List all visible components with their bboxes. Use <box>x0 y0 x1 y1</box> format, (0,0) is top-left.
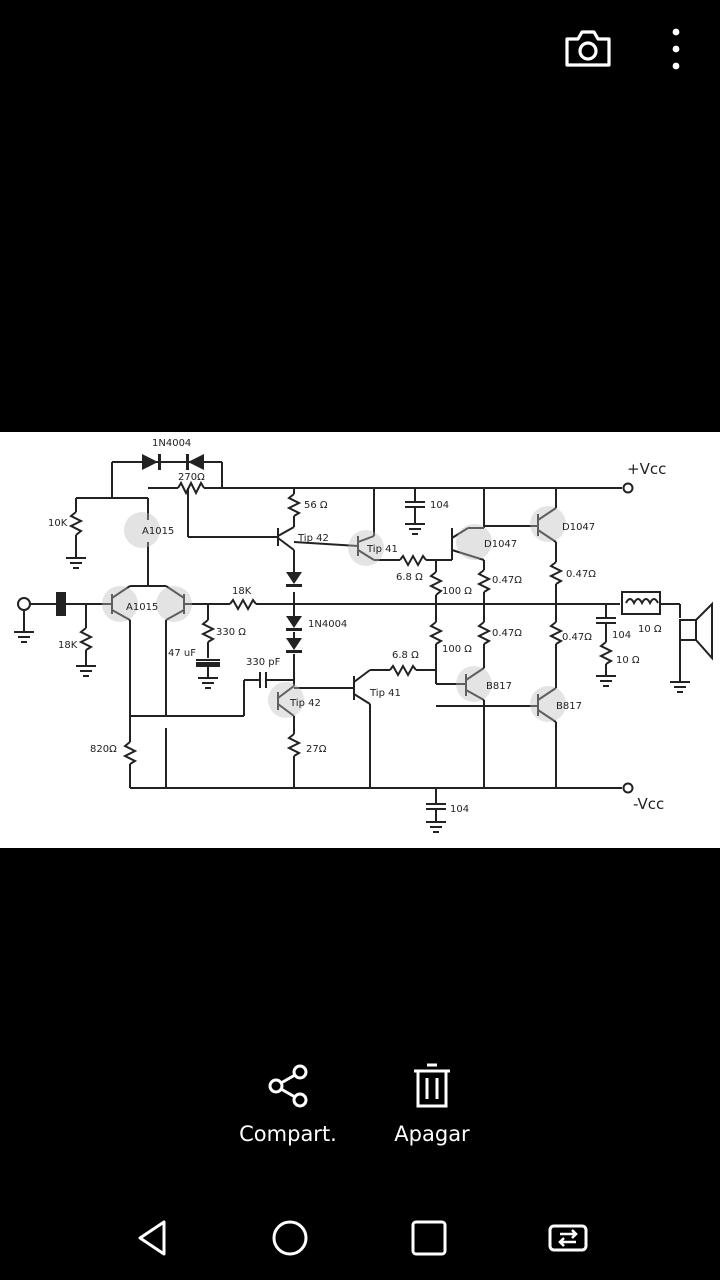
trash-icon <box>414 1063 450 1108</box>
share-button[interactable]: Compart. <box>228 1062 348 1146</box>
nav-home-button[interactable] <box>262 1210 318 1266</box>
label-a1015-top: A1015 <box>142 526 174 537</box>
label-r820: 820Ω <box>90 744 117 755</box>
delete-button[interactable]: Apagar <box>380 1062 484 1146</box>
label-r68-bot: 6.8 Ω <box>392 650 419 661</box>
recents-icon <box>411 1220 447 1256</box>
label-r10k: 10K <box>48 518 68 529</box>
switch-apps-icon <box>548 1224 588 1252</box>
label-d1047-left: D1047 <box>484 539 517 550</box>
label-r047-a: 0.47Ω <box>492 575 522 586</box>
label-b817-right: B817 <box>556 701 582 712</box>
more-vertical-icon <box>672 28 680 70</box>
label-c104-right: 104 <box>612 630 631 641</box>
label-a1015-mid: A1015 <box>126 602 158 613</box>
label-r56: 56 Ω <box>304 500 328 511</box>
label-r18k-left: 18K <box>58 640 78 651</box>
label-vcc-neg: -Vcc <box>633 795 664 813</box>
delete-label: Apagar <box>394 1122 470 1146</box>
share-icon <box>268 1064 308 1108</box>
home-icon <box>272 1220 308 1256</box>
label-c330pf: 330 pF <box>246 657 281 668</box>
label-r18k-mid: 18K <box>232 586 252 597</box>
label-r27: 27Ω <box>306 744 327 755</box>
nav-recents-button[interactable] <box>401 1210 457 1266</box>
label-r047-b: 0.47Ω <box>566 569 596 580</box>
label-r68-top: 6.8 Ω <box>396 572 423 583</box>
label-r047-c: 0.47Ω <box>492 628 522 639</box>
label-r10-a: 10 Ω <box>638 624 662 635</box>
label-r10-b: 10 Ω <box>616 655 640 666</box>
label-r100-bot: 100 Ω <box>442 644 472 655</box>
nav-switch-button[interactable] <box>540 1210 596 1266</box>
label-tip41-top: Tip 41 <box>366 544 398 555</box>
label-c104-bot: 104 <box>450 804 469 815</box>
amplifier-schematic: 1N4004 270Ω 56 Ω 104 +Vcc 10K A1015 Tip … <box>14 438 713 833</box>
label-tip42-top: Tip 42 <box>297 533 329 544</box>
label-c104-top: 104 <box>430 500 449 511</box>
label-d1047-right: D1047 <box>562 522 595 533</box>
label-tip41-bot: Tip 41 <box>369 688 401 699</box>
share-label: Compart. <box>239 1122 337 1146</box>
label-diode-top: 1N4004 <box>152 438 191 449</box>
schematic-image[interactable]: 1N4004 270Ω 56 Ω 104 +Vcc 10K A1015 Tip … <box>0 432 720 848</box>
label-b817-left: B817 <box>486 681 512 692</box>
label-r047-d: 0.47Ω <box>562 632 592 643</box>
camera-icon <box>565 30 611 67</box>
label-c47uf: 47 uF <box>168 648 196 659</box>
label-tip42-bot: Tip 42 <box>289 698 321 709</box>
label-r330: 330 Ω <box>216 627 246 638</box>
label-vcc-pos: +Vcc <box>627 460 666 478</box>
more-options-button[interactable] <box>656 24 696 72</box>
camera-button[interactable] <box>560 24 616 72</box>
back-icon <box>138 1220 166 1256</box>
nav-back-button[interactable] <box>124 1210 180 1266</box>
label-r100-top: 100 Ω <box>442 586 472 597</box>
label-diode-mid: 1N4004 <box>308 619 347 630</box>
label-r270: 270Ω <box>178 472 205 483</box>
